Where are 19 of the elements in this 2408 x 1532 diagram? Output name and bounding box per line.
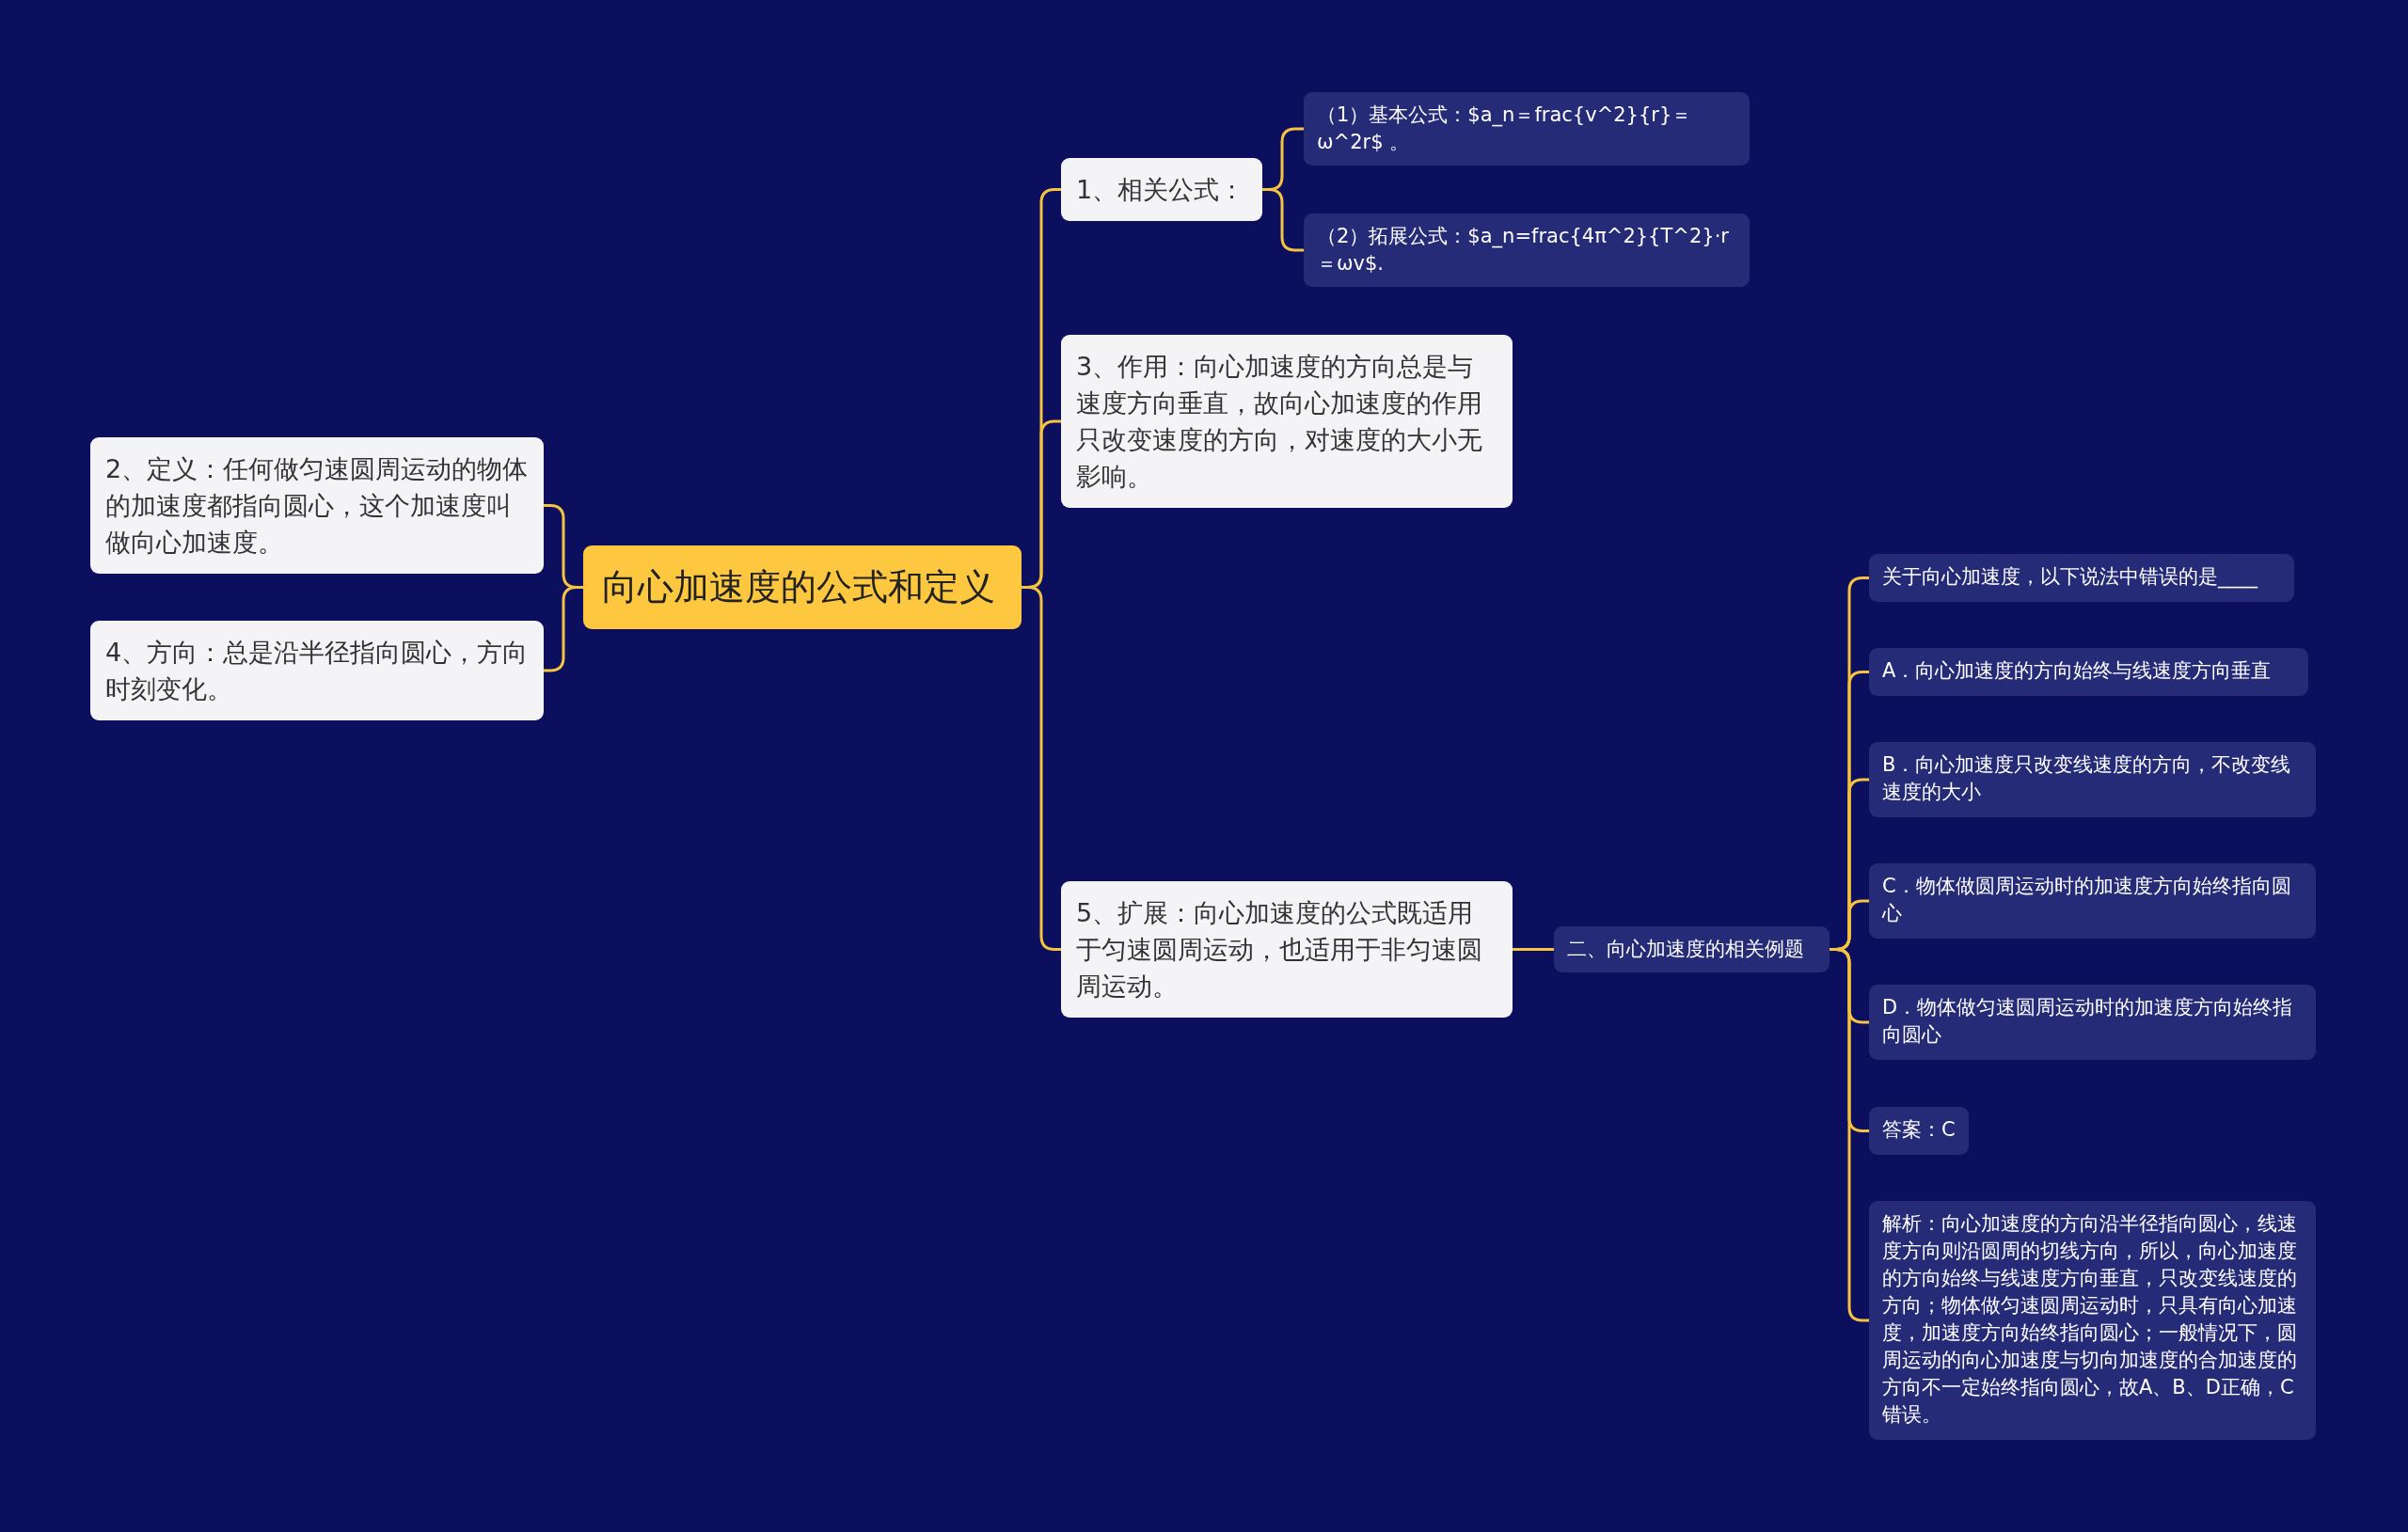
subtopic-box: A．向心加速度的方向始终与线速度方向垂直	[1869, 648, 2308, 696]
connector-line	[1513, 948, 1554, 951]
topic-box: 5、扩展：向心加速度的公式既适用于匀速圆周运动，也适用于非匀速圆周运动。	[1061, 881, 1513, 1018]
topic-box: 4、方向：总是沿半径指向圆心，方向时刻变化。	[90, 621, 544, 720]
subtopic-box: 二、向心加速度的相关例题	[1554, 926, 1830, 972]
subtopic-box: 答案：C	[1869, 1107, 1969, 1155]
subtopic-box: C．物体做圆周运动时的加速度方向始终指向圆心	[1869, 863, 2316, 939]
connector-line	[544, 586, 583, 672]
central-topic-box: 向心加速度的公式和定义	[583, 545, 1022, 629]
subtopic-box: 解析：向心加速度的方向沿半径指向圆心，线速度方向则沿圆周的切线方向，所以，向心加速度的方向始终与线速度方向垂直，只改变线速度的方向；物体做匀速圆周运动时，只具有向心加速度，加速度方向始终指向圆心；一般情况下，圆周运动的向心加速度与切向加速度的合加速度的方向不一定始终指向圆心，故A、B、D正确，C错误。	[1869, 1201, 2316, 1440]
topic-box: 2、定义：任何做匀速圆周运动的物体的加速度都指向圆心，这个加速度叫做向心加速度。	[90, 437, 544, 574]
subtopic-box: （1）基本公式：$a_n＝frac{v^2}{r}＝ω^2r$ 。	[1304, 92, 1750, 166]
topic-box: 1、相关公式：	[1061, 158, 1262, 221]
subtopic-box: 关于向心加速度，以下说法中错误的是____	[1869, 554, 2294, 602]
subtopic-box: D．物体做匀速圆周运动时的加速度方向始终指向圆心	[1869, 985, 2316, 1060]
subtopic-box: B．向心加速度只改变线速度的方向，不改变线速度的大小	[1869, 742, 2316, 817]
topic-box: 3、作用：向心加速度的方向总是与速度方向垂直，故向心加速度的作用只改变速度的方向，对速度的大小无影响。	[1061, 335, 1513, 508]
subtopic-box: （2）拓展公式：$a_n=frac{4π^2}{T^2}·r＝ωv$.	[1304, 213, 1750, 287]
connector-line	[1262, 188, 1304, 252]
